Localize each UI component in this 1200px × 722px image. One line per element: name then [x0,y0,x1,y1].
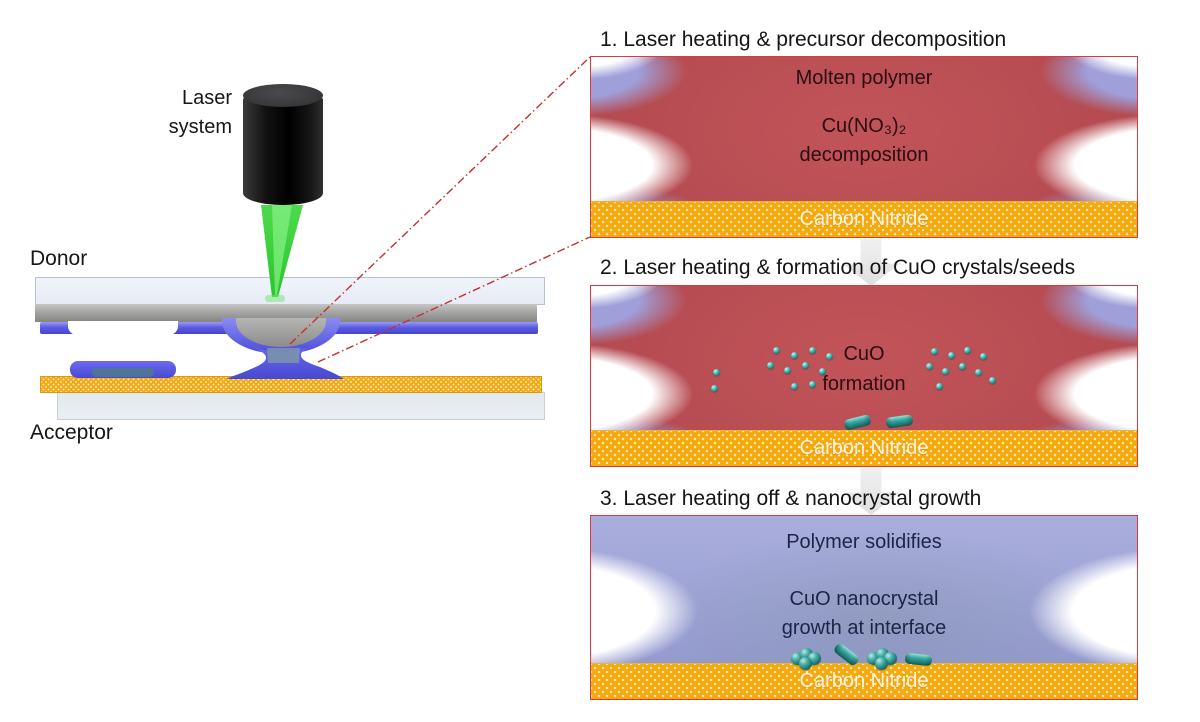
carbon-nitride-bar: Carbon Nitride [591,663,1137,699]
cuo-seed [791,352,798,359]
cuo-label: CuO [843,343,885,365]
cuo-nanocrystal-cluster [799,657,812,670]
cuo-seed [959,363,966,370]
molten-polymer-label: Molten polymer [795,67,933,89]
cuo-nanorod [843,413,872,432]
cuo-seed [942,368,949,375]
cuo-nanorod [885,414,914,429]
cuo-seed [802,362,809,369]
formation-label: formation [822,373,906,395]
step-3-panel: Polymer solidifies CuO nanocrystal growt… [590,515,1138,700]
cuo-seed [767,362,774,369]
laser-head [243,84,323,205]
donor-glass-slide [35,277,545,305]
step-3-title: 3. Laser heating off & nanocrystal growt… [600,487,982,510]
cuo-seed [791,383,798,390]
cuo-nanocrystal-label: CuO nanocrystal [789,588,939,610]
carbon-nitride-bar: Carbon Nitride [591,201,1137,237]
cuo-seed [980,353,987,360]
decomposition-label: decomposition [799,144,929,166]
precursor-formula-label: Cu(NO₃)₂ [821,115,907,137]
growth-interface-label: growth at interface [781,617,947,639]
carbon-nitride-bar: Carbon Nitride [591,430,1137,466]
carbon-nitride-label: Carbon Nitride [799,670,929,692]
acceptor-glass-slide [57,392,545,420]
cuo-seed [713,369,720,376]
cuo-seed [931,348,938,355]
donor-label: Donor [30,247,88,270]
cuo-seed [819,368,826,375]
acceptor-label: Acceptor [30,421,113,444]
step-2-panel: CuO formation Carbon Nitride [590,285,1138,467]
acceptor-carbon-nitride-film [40,376,542,393]
polymer-solidifies-label: Polymer solidifies [786,531,942,553]
step-1-title: 1. Laser heating & precursor decompositi… [600,28,1007,51]
cuo-nanocrystal-cluster [875,657,888,670]
carbon-nitride-label: Carbon Nitride [799,208,929,230]
transferred-material-notch [68,321,178,335]
step-1-panel: Molten polymer Cu(NO₃)₂ decomposition Ca… [590,56,1138,238]
cuo-seed [809,381,816,388]
cuo-seed [989,377,996,384]
cuo-formation-scene: CuO formation Carbon Nitride [591,286,1137,466]
molten-polymer-scene: Molten polymer Cu(NO₃)₂ decomposition Ca… [591,57,1137,237]
cuo-seed [926,363,933,370]
cuo-seed [809,347,816,354]
donor-metal-film [35,304,537,322]
cuo-seed [975,369,982,376]
cuo-seed [948,352,955,359]
cuo-seed [773,347,780,354]
cuo-seed [826,353,833,360]
cuo-seed [711,385,718,392]
laser-system-label: Laser system [168,87,232,138]
cuo-seed [784,367,791,374]
cuo-seed [964,347,971,354]
cuo-seed [936,383,943,390]
solid-polymer-scene: Polymer solidifies CuO nanocrystal growt… [591,516,1137,699]
step-2-title: 2. Laser heating & formation of CuO crys… [600,256,1076,279]
carbon-nitride-label: Carbon Nitride [799,437,929,459]
